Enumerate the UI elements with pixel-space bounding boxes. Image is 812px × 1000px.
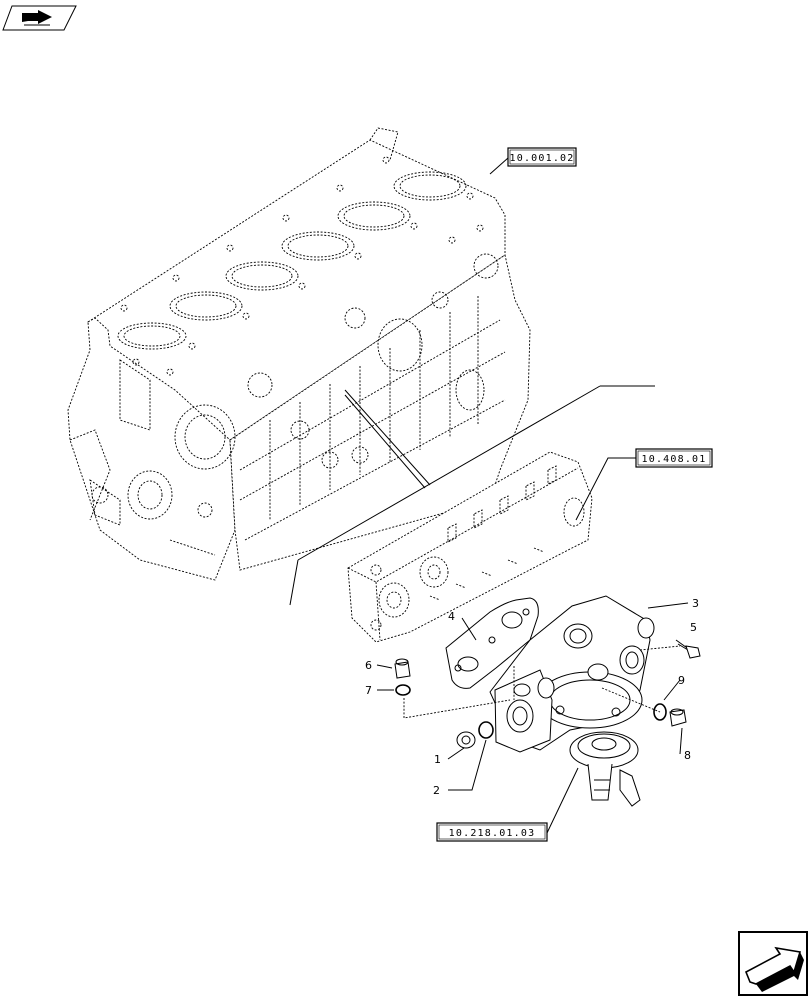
callout-5: 5: [690, 621, 697, 634]
next-page-arrow-icon[interactable]: [738, 931, 808, 996]
callout-7: 7: [365, 684, 372, 697]
callout-8: 8: [684, 749, 691, 762]
ref-box-manifold[interactable]: 10.408.01: [635, 448, 713, 468]
manifold-studs: [429, 465, 557, 601]
cylinder-bores: [117, 171, 467, 350]
alignment-lines: [403, 645, 681, 719]
thermostat-unit: [569, 731, 641, 807]
callout-9: 9: [678, 674, 685, 687]
screw-item-5: [675, 639, 701, 659]
callout-1: 1: [434, 753, 441, 766]
ref-box-thermostat[interactable]: 10.218.01.03: [436, 822, 548, 842]
seal-ring-item-2: [478, 721, 494, 739]
callout-6: 6: [365, 659, 372, 672]
seal-ring-item-9: [653, 703, 667, 721]
callout-2: 2: [433, 784, 440, 797]
filter-head: [489, 595, 655, 753]
callout-3: 3: [692, 597, 699, 610]
manifold-ports: [370, 497, 585, 631]
callout-leaders: [376, 157, 689, 834]
ref-box-engine-block[interactable]: 10.001.02: [507, 147, 577, 167]
plug-item-8: [669, 708, 687, 727]
block-ribs: [239, 296, 506, 541]
ref-label-manifold: 10.408.01: [642, 454, 707, 465]
connection-leaders: [344, 389, 431, 489]
engine-block: [67, 127, 531, 581]
ref-label-thermostat: 10.218.01.03: [449, 828, 536, 839]
callout-4: 4: [448, 610, 455, 623]
block-bosses: [197, 253, 499, 518]
washer-item-7: [395, 684, 411, 696]
plug-item-1: [456, 731, 476, 749]
panel-divider: [289, 385, 655, 606]
plug-item-6: [394, 658, 411, 679]
oil-manifold: [347, 451, 593, 643]
head-bolt-holes: [120, 156, 484, 376]
gasket: [445, 597, 539, 689]
ref-label-engine-block: 10.001.02: [510, 153, 575, 164]
book-arrow-icon[interactable]: [2, 5, 77, 31]
front-face-details: [69, 359, 236, 556]
